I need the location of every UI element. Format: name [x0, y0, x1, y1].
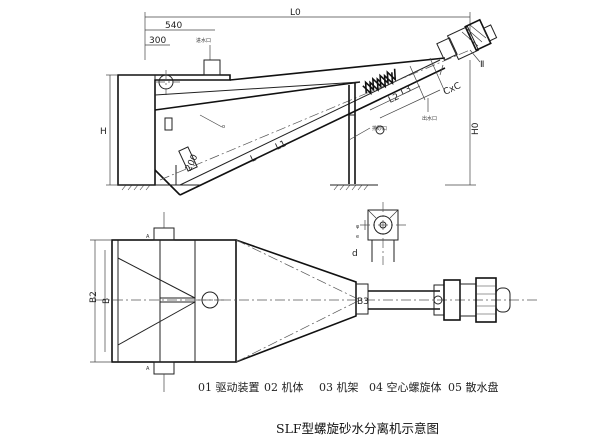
section-detail: φ e d	[352, 202, 406, 265]
dim-h0: H0	[471, 122, 481, 135]
plan-a-bottom: A	[146, 366, 150, 372]
trough-upper-edge	[154, 81, 361, 111]
drawing-title: SLF型螺旋砂水分离机示意图	[276, 421, 439, 436]
plan-a-top: A	[146, 234, 150, 240]
legend-item-04: 04 空心螺旋体	[369, 380, 442, 394]
dim-b2: B2	[89, 291, 99, 303]
gear-motor	[446, 25, 480, 61]
legend-item-05: 05 散水盘	[448, 380, 499, 394]
dim-540: 540	[165, 21, 182, 31]
note-outlet: 出水口	[422, 115, 437, 122]
plan-neck	[355, 283, 369, 315]
dim-total-length: L0	[290, 8, 301, 18]
legend-item-01: 01 驱动装置	[198, 381, 260, 394]
note-inlet: 进水口	[196, 37, 211, 44]
plan-funnel	[235, 239, 357, 363]
plan-nozzle-bottom	[153, 361, 175, 375]
dim-l1: L1	[274, 139, 288, 153]
section-phi: φ	[356, 224, 360, 230]
dim-300: 300	[149, 36, 166, 46]
overflow-pipe	[164, 117, 173, 131]
parts-legend: 01 驱动装置 02 机体 03 机架 04 空心螺旋体 05 散水盘	[198, 380, 499, 394]
dim-l3: L3	[399, 84, 413, 98]
section-d: d	[352, 249, 358, 259]
plan-view: A A B3	[89, 212, 540, 392]
plan-tank	[111, 239, 237, 363]
section-e: e	[356, 234, 359, 240]
dim-cxc: CxC	[442, 81, 462, 98]
dim-200: 200	[184, 153, 200, 173]
plan-nozzle-top	[153, 227, 175, 241]
legend-item-02: 02 机体	[264, 380, 304, 394]
inlet-pipe	[203, 59, 221, 76]
dim-b3: B3	[357, 297, 369, 307]
dim-b: B	[102, 298, 112, 304]
dim-end-label: Ⅱ	[480, 60, 484, 70]
plan-drive	[433, 277, 511, 323]
legend-item-03: 03 机架	[319, 380, 359, 394]
leader-label-body: o	[222, 124, 225, 130]
dim-box-200	[178, 146, 198, 172]
screw-coils	[362, 68, 397, 96]
trough-lower-edge	[179, 67, 446, 196]
drive-unit	[436, 18, 498, 61]
dim-l2: L2	[387, 92, 401, 106]
note-frame: 排砂口	[372, 125, 387, 132]
dim-l: L	[249, 154, 258, 165]
dim-h: H	[100, 127, 107, 137]
side-elevation-view: L0 540 300 进水口 o	[100, 8, 498, 196]
